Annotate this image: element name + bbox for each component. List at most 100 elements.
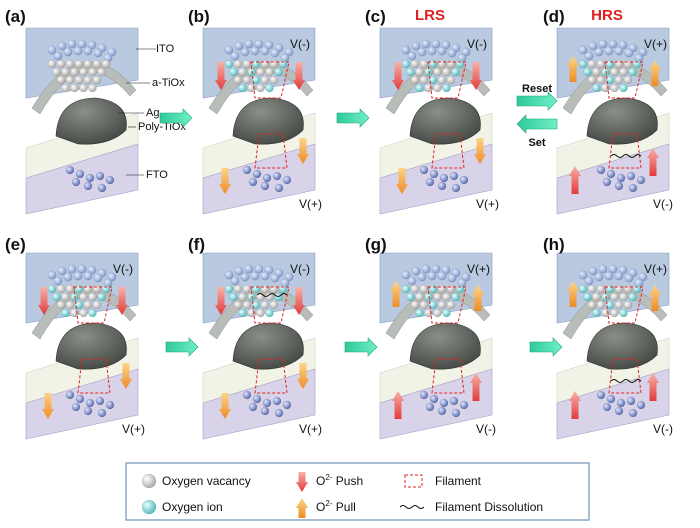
top-voltage-label: V(-): [467, 37, 487, 51]
oxygen-ion: [238, 308, 247, 318]
oxygen-vacancy: [65, 300, 75, 310]
top-blue-ball: [73, 46, 83, 56]
oxygen-vacancy: [83, 59, 93, 69]
fto-oxygen-ion: [85, 398, 95, 408]
oxygen-vacancy: [61, 67, 70, 77]
top-blue-ball: [588, 41, 598, 51]
oxygen-vacancy: [415, 67, 424, 77]
panel-f: V(-)V(+): [202, 252, 322, 440]
top-blue-ball: [401, 45, 411, 55]
layer-label-fto: FTO: [146, 169, 168, 181]
top-blue-ball: [598, 264, 608, 274]
top-blue-ball: [588, 266, 598, 276]
fto-oxygen-ion: [449, 396, 459, 406]
oxygen-vacancy: [233, 59, 243, 69]
oxygen-vacancy: [610, 308, 619, 318]
fto-oxygen-ion: [636, 175, 646, 185]
top-blue-ball: [594, 47, 604, 57]
oxygen-vacancy: [419, 75, 429, 85]
top-blue-ball: [107, 272, 117, 282]
top-blue-ball: [57, 266, 67, 276]
fto-oxygen-ion: [83, 181, 93, 191]
fto-oxygen-ion: [628, 408, 638, 418]
top-blue-ball: [234, 41, 244, 51]
fto-oxygen-ion: [75, 394, 85, 404]
oxygen-vacancy: [437, 300, 447, 310]
oxygen-ion: [70, 292, 79, 302]
fto-oxygen-ion: [75, 169, 85, 179]
fto-oxygen-ion: [274, 408, 284, 418]
panels-layer: (a)ITOa-TiOxAgPoly-TiOxFTOV(-)V(+)(b)V(-…: [5, 7, 673, 440]
oxygen-vacancy: [587, 59, 597, 69]
oxygen-vacancy: [79, 292, 88, 302]
panel-h: V(+)V(-): [556, 252, 673, 440]
oxygen-vacancy: [446, 59, 456, 69]
oxygen-ion: [428, 59, 438, 69]
oxygen-vacancy: [587, 300, 597, 310]
oxygen-vacancy: [83, 284, 93, 294]
top-blue-ball: [417, 272, 427, 282]
filament-dissolution-mark: [610, 379, 642, 383]
top-blue-ball: [270, 273, 280, 283]
filament-upper: [73, 286, 113, 324]
oxygen-ion: [428, 300, 438, 310]
top-blue-ball: [427, 271, 437, 281]
oxygen-vacancy: [410, 300, 420, 310]
top-blue-ball: [604, 271, 614, 281]
oxygen-vacancy: [61, 83, 70, 93]
oxygen-ion: [265, 308, 274, 318]
top-blue-ball: [461, 272, 471, 282]
top-blue-ball: [264, 265, 274, 275]
top-blue-ball: [461, 47, 471, 57]
fto-oxygen-ion: [260, 181, 270, 191]
panel-label: (c): [365, 7, 386, 26]
legend-pull-o: O: [316, 500, 325, 514]
o2-pull-arrow: [649, 285, 661, 311]
top-blue-ball: [260, 271, 270, 281]
top-blue-ball: [411, 41, 421, 51]
ag-hemisphere: [586, 322, 658, 370]
arrow-f-to-g: [344, 337, 378, 357]
oxygen-vacancy: [592, 67, 601, 77]
filament-lower: [608, 358, 642, 394]
oxygen-ion: [451, 67, 460, 77]
o2-pull-arrow: [42, 393, 54, 419]
oxygen-ion: [628, 292, 637, 302]
top-voltage-label: V(-): [290, 262, 310, 276]
oxygen-vacancy: [592, 292, 601, 302]
ag-hemisphere: [55, 97, 127, 145]
oxygen-ion: [601, 292, 610, 302]
oxygen-ion: [229, 67, 238, 77]
oxygen-ion: [74, 284, 84, 294]
panel-d: V(+)V(-): [556, 27, 673, 215]
oxygen-vacancy: [614, 75, 624, 85]
legend-push-sup: 2-: [325, 473, 332, 482]
arrow-b-to-c: [336, 108, 370, 128]
oxygen-vacancy: [415, 292, 424, 302]
fto-oxygen-ion: [425, 177, 435, 187]
top-blue-ball: [608, 39, 618, 49]
fto-oxygen-ion: [628, 183, 638, 193]
ag-hemisphere: [586, 97, 658, 145]
legend-pull-arrow: [296, 498, 308, 518]
oxygen-vacancy: [83, 75, 93, 85]
oxygen-vacancy: [442, 292, 451, 302]
fto-oxygen-ion: [419, 390, 429, 400]
oxygen-ion: [605, 300, 615, 310]
fto-layer: [556, 368, 670, 440]
filament-upper: [427, 61, 467, 99]
top-blue-ball: [598, 39, 608, 49]
top-blue-ball: [254, 264, 264, 274]
legend-push-text: Push: [332, 474, 363, 488]
oxygen-ion: [442, 83, 451, 93]
fto-oxygen-ion: [262, 173, 272, 183]
oxygen-vacancy: [623, 300, 633, 310]
ag-hemisphere: [232, 97, 304, 145]
oxygen-vacancy: [437, 284, 447, 294]
oxygen-vacancy: [446, 284, 456, 294]
oxygen-vacancy: [446, 300, 456, 310]
top-voltage-label: V(-): [290, 37, 310, 51]
oxygen-ion: [601, 67, 610, 77]
legend-pull-text: Pull: [332, 500, 355, 514]
oxygen-vacancy: [419, 59, 429, 69]
